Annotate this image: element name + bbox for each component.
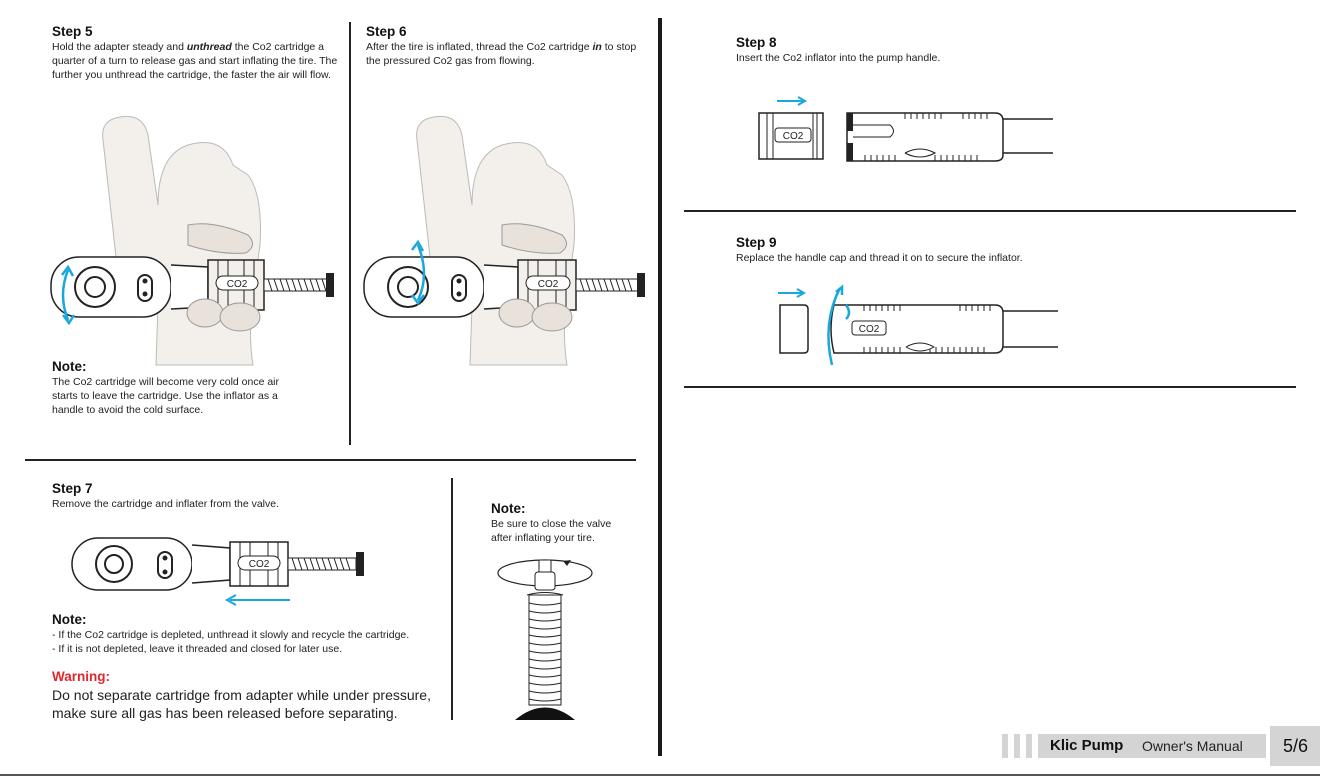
footer-bar-2 (1014, 734, 1020, 758)
page-bottom-edge (0, 774, 1320, 776)
step9-title: Step 9 (736, 235, 777, 250)
step5-text: Hold the adapter steady and unthread the… (52, 40, 350, 82)
step5-text-b: the Co2 cartridge a quarter of a turn to… (52, 41, 338, 81)
page-number-box: 5/6 (1270, 726, 1320, 766)
step6-text-b: to stop the pressured Co2 gas from flowi… (366, 41, 637, 67)
warning-title: Warning: (52, 669, 110, 684)
step6-text-emphasis: in (592, 41, 602, 53)
step6-text: After the tire is inflated, thread the C… (366, 40, 641, 68)
footer-brand: Klic Pump (1050, 737, 1124, 754)
cartridge-label: CO2 (249, 559, 270, 570)
step8-illustration: CO2 (758, 96, 1053, 162)
cartridge-label: CO2 (783, 131, 804, 142)
page-number: 5/6 (1283, 736, 1309, 756)
step5-title: Step 5 (52, 24, 93, 39)
cartridge-label: CO2 (227, 279, 248, 290)
valve-note-line-2: after inflating your tire. (491, 532, 595, 544)
step7-title: Step 7 (52, 481, 93, 496)
cartridge-label: CO2 (859, 324, 880, 335)
divider-step8-step9 (684, 210, 1296, 212)
step6-text-a: After the tire is inflated, thread the C… (366, 41, 593, 53)
step6-title: Step 6 (366, 24, 407, 39)
step8-text: Insert the Co2 inflator into the pump ha… (736, 52, 941, 64)
step8-title: Step 8 (736, 35, 777, 50)
divider-step5-step6 (349, 22, 351, 445)
divider-step7-top (25, 459, 636, 461)
cartridge-label: CO2 (538, 279, 559, 290)
page-divider (658, 18, 662, 756)
divider-step9-bottom (684, 386, 1296, 388)
footer-bar-1 (1002, 734, 1008, 758)
step5-text-emphasis: unthread (186, 41, 232, 53)
step7-note-line-2: - If it is not depleted, leave it thread… (52, 643, 343, 655)
valve-illustration (497, 559, 593, 720)
footer-subtitle: Owner's Manual (1142, 738, 1243, 754)
warning-line-1: Do not separate cartridge from adapter w… (52, 687, 431, 703)
step6-illustration: CO2 (363, 115, 645, 366)
footer-title-box: Klic Pump Owner's Manual (1038, 734, 1266, 758)
step7-note-title: Note: (52, 612, 87, 627)
step5-illustration: CO2 (50, 115, 334, 366)
step5-text-a: Hold the adapter steady and (52, 41, 187, 53)
step7-illustration: CO2 (71, 537, 364, 606)
divider-valve-note (451, 478, 453, 720)
step5-note-text: The Co2 cartridge will become very cold … (52, 376, 280, 416)
valve-note-line-1: Be sure to close the valve (491, 518, 612, 530)
step9-illustration: CO2 (778, 284, 1058, 366)
step9-text: Replace the handle cap and thread it on … (736, 252, 1023, 264)
step7-text: Remove the cartridge and inflater from t… (52, 498, 280, 510)
step5-note-title: Note: (52, 359, 87, 374)
step7-note-line-1: - If the Co2 cartridge is depleted, unth… (52, 629, 410, 641)
footer-bar-3 (1026, 734, 1032, 758)
warning-line-2: make sure all gas has been released befo… (52, 705, 398, 721)
valve-note-title: Note: (491, 501, 526, 516)
